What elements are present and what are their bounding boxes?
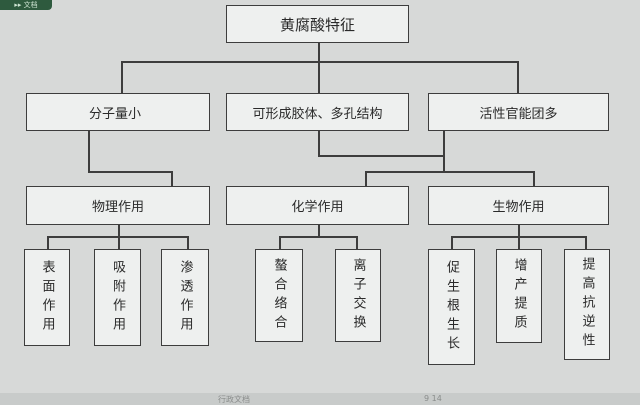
- connector: [356, 236, 358, 249]
- effect-node: 增产提质: [496, 249, 542, 343]
- action-node: 化学作用: [226, 186, 409, 225]
- effect-node: 螯合络合: [255, 249, 303, 342]
- action-node: 生物作用: [428, 186, 609, 225]
- connector: [121, 61, 519, 63]
- connector: [47, 236, 49, 249]
- connector: [318, 42, 320, 62]
- connector: [187, 236, 189, 249]
- connector: [318, 155, 444, 157]
- title-node: 黄腐酸特征: [226, 5, 409, 43]
- property-node: 活性官能团多: [428, 93, 609, 131]
- connector: [88, 171, 172, 173]
- action-node: 物理作用: [26, 186, 210, 225]
- connector: [585, 236, 587, 249]
- connector: [365, 171, 367, 186]
- connector: [318, 224, 320, 237]
- connector: [118, 236, 120, 249]
- property-node: 可形成胶体、多孔结构: [226, 93, 409, 131]
- effect-node: 吸附作用: [94, 249, 141, 346]
- connector: [279, 236, 281, 249]
- connector: [318, 61, 320, 93]
- connector: [118, 224, 120, 237]
- connector: [121, 61, 123, 93]
- effect-node: 表面作用: [24, 249, 70, 346]
- connector: [533, 171, 535, 186]
- connector: [365, 171, 534, 173]
- bottom-bar-right-text: 9 14: [424, 394, 442, 403]
- connector: [517, 61, 519, 93]
- bottom-bar-left-text: 行政文档: [218, 395, 250, 404]
- corner-tab: ▸▸ 文档: [0, 0, 52, 10]
- connector: [451, 236, 453, 249]
- connector: [443, 130, 445, 172]
- property-node: 分子量小: [26, 93, 210, 131]
- bottom-bar: 行政文档 9 14: [0, 393, 640, 405]
- effect-node: 渗透作用: [161, 249, 209, 346]
- connector: [88, 130, 90, 172]
- effect-node: 促生根生长: [428, 249, 475, 365]
- effect-node: 提高抗逆性: [564, 249, 610, 360]
- connector: [47, 236, 188, 238]
- connector: [518, 236, 520, 249]
- effect-node: 离子交换: [335, 249, 381, 342]
- connector: [171, 171, 173, 186]
- connector: [518, 224, 520, 237]
- connector: [318, 130, 320, 156]
- connector: [279, 236, 357, 238]
